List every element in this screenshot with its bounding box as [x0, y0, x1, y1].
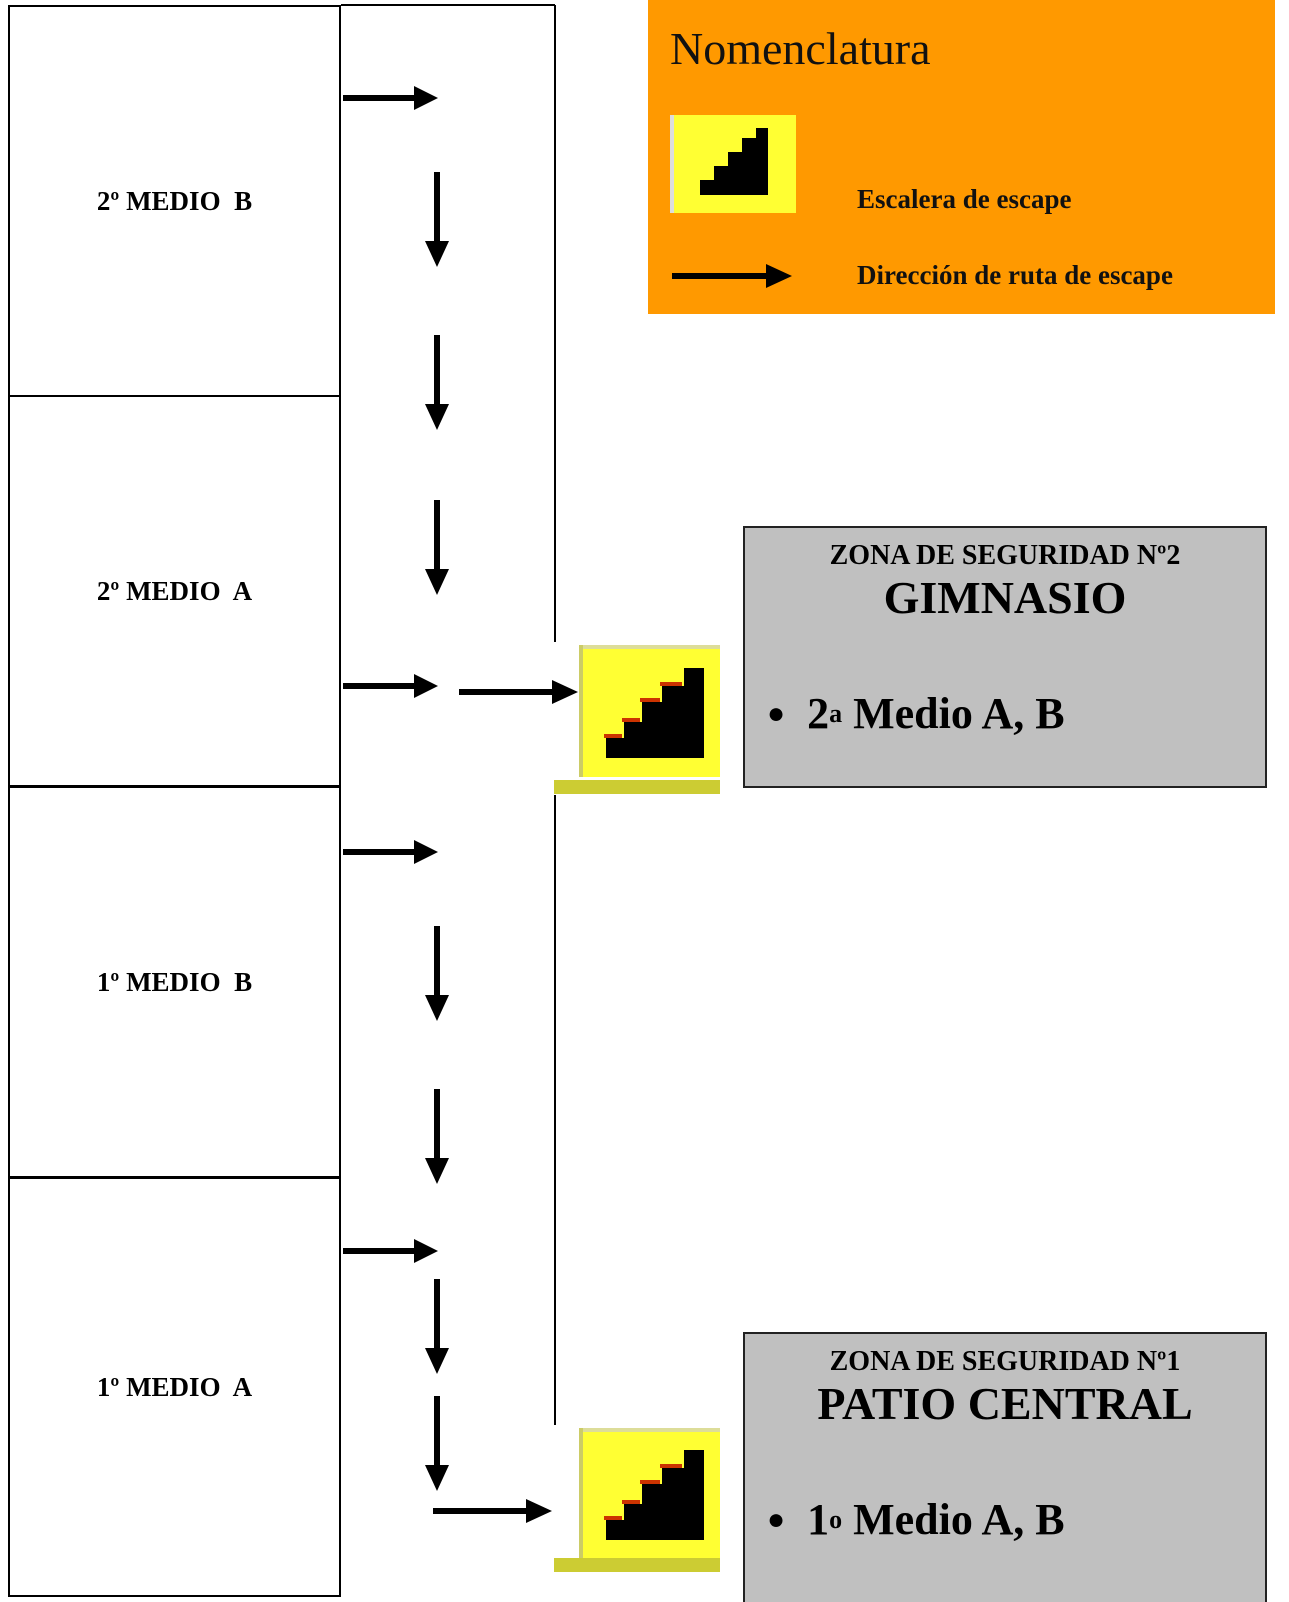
legend-icons [670, 115, 796, 288]
stairs-icon [670, 115, 796, 213]
zone-name: GIMNASIO [883, 572, 1127, 623]
arrow-down-icon [425, 500, 449, 595]
zone-course-number: 2 [807, 689, 830, 738]
stairs-icon [554, 1428, 720, 1572]
zone-course-ordinal: o [829, 1504, 843, 1534]
arrow-down-icon [425, 335, 449, 430]
legend-stairs-label: Escalera de escape [857, 184, 1072, 214]
room-label: 1º MEDIO A [96, 1371, 253, 1402]
arrow-down-icon [425, 172, 449, 267]
arrow-down-icon [425, 1279, 449, 1374]
arrow-right-icon [459, 680, 578, 704]
arrow-down-icon [425, 926, 449, 1021]
arrow-right-icon [343, 674, 438, 698]
zone-name: PATIO CENTRAL [817, 1378, 1193, 1429]
arrow-right-icon [343, 840, 438, 864]
stairs-icon [554, 645, 720, 794]
legend-route-label: Dirección de ruta de escape [857, 260, 1173, 290]
room-label: 2º MEDIO A [96, 575, 253, 606]
zone-course-text: Medio A, B [842, 1495, 1065, 1544]
arrow-right-icon [343, 1239, 438, 1263]
room-label: 2º MEDIO B [96, 185, 253, 216]
zone-course-ordinal: a [829, 698, 843, 728]
bullet-icon: ● [767, 1502, 786, 1536]
legend-title: Nomenclatura [670, 23, 931, 74]
room-label: 1º MEDIO B [96, 966, 253, 997]
room-1-medio-a: 1º MEDIO A [8, 1177, 341, 1597]
zone-course-number: 1 [807, 1495, 830, 1544]
arrow-down-icon [425, 1396, 449, 1491]
arrow-right-icon [672, 264, 792, 288]
arrow-right-icon [433, 1499, 552, 1523]
zone-heading: ZONA DE SEGURIDAD Nº1 [829, 1346, 1181, 1377]
arrow-right-icon [343, 86, 438, 110]
bullet-icon: ● [767, 696, 786, 730]
arrow-down-icon [425, 1089, 449, 1184]
legend-box: Nomenclatura Escalera de escape Direcció… [648, 0, 1275, 314]
zone-heading: ZONA DE SEGURIDAD Nº2 [829, 540, 1181, 571]
zone-course-text: Medio A, B [842, 689, 1065, 738]
